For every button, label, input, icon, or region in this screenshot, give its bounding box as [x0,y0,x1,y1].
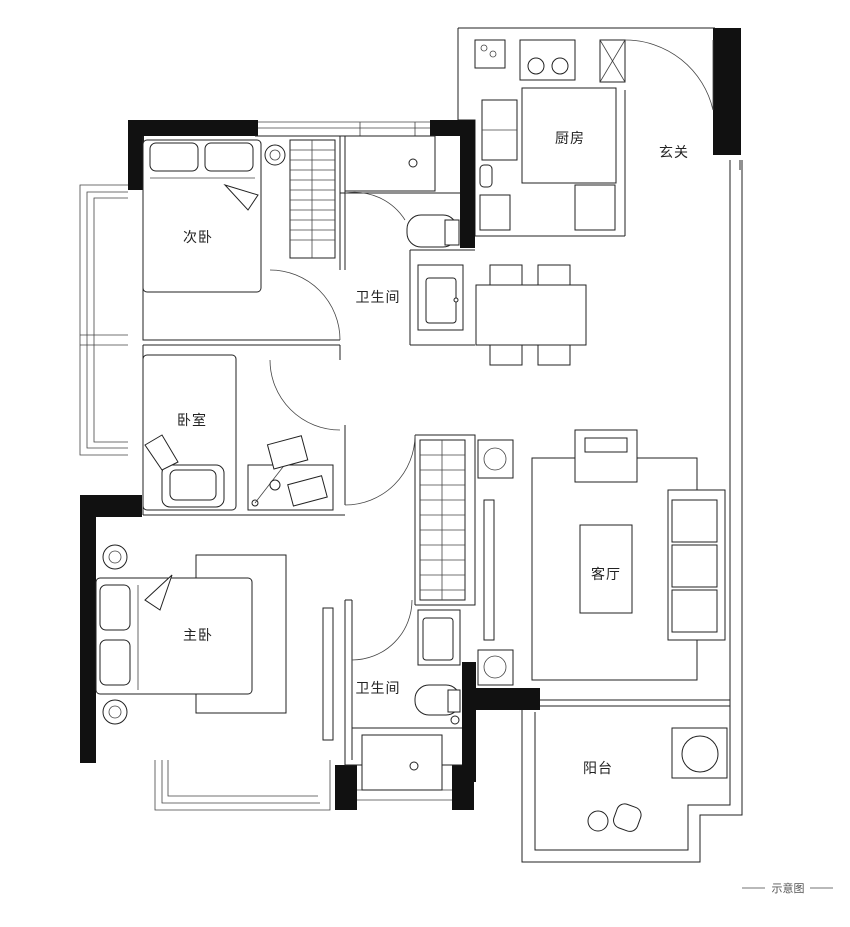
living-room-furniture [477,429,726,686]
second-bedroom-furniture [142,139,336,293]
chair [266,435,309,470]
outer-outline [79,27,743,863]
master-bedroom-furniture [95,544,334,741]
partitions [142,90,730,766]
label-bedroom: 卧室 [177,412,207,429]
bed [95,577,253,695]
stool [587,810,609,832]
chair [489,264,523,286]
tv-cabinet [322,607,334,741]
side-table [477,439,514,479]
chair [537,264,571,286]
pillow [99,584,131,631]
dining-table [475,284,587,346]
label-bathroom-bottom: 卫生间 [356,681,401,697]
door-swing-second-bedroom [269,269,341,341]
door-swing-bath-top [344,434,416,506]
chair [287,475,328,507]
doors [269,39,714,661]
door-swing-entrance [624,39,714,111]
chair [537,344,571,366]
room-labels: 次卧 卧室 主卧 卫生间 卫生间 厨房 玄关 客厅 阳台 [177,131,689,777]
pillow [204,142,254,172]
walls [80,28,741,810]
counter [521,87,617,184]
chair [613,803,642,832]
label-kitchen: 厨房 [555,131,585,147]
dining-set [475,264,587,366]
shower [344,135,436,192]
legend-note: 示意图 [772,881,805,895]
tv-cabinet [483,499,495,641]
door-swing-bath-inner [344,191,406,221]
chair [489,344,523,366]
hall-fixtures [361,439,466,791]
door-swing-bedroom [269,359,341,431]
door-swing-bath-bottom [351,599,413,661]
label-master-bedroom: 主卧 [183,628,213,644]
shower [361,734,443,791]
side-table [477,649,514,686]
nightstand-lamp [102,544,128,570]
pillow [99,639,131,686]
bath-top-fixtures [344,135,464,331]
bedroom-furniture [142,354,334,511]
label-entrance: 玄关 [659,144,689,161]
pillow [149,142,199,172]
label-living-room: 客厅 [591,566,621,583]
kitchen-fixtures [474,39,626,231]
label-bathroom-top: 卫生间 [356,290,401,306]
label-balcony: 阳台 [583,761,613,777]
label-second-bedroom: 次卧 [183,230,213,246]
stove [519,39,576,81]
coffee-table [579,524,633,614]
nightstand-lamp [264,144,286,166]
nightstand-lamp [102,699,128,725]
wardrobe [419,439,466,601]
legend: 示意图 [742,881,833,895]
cabinet [479,194,511,231]
balcony-furniture [587,727,728,832]
